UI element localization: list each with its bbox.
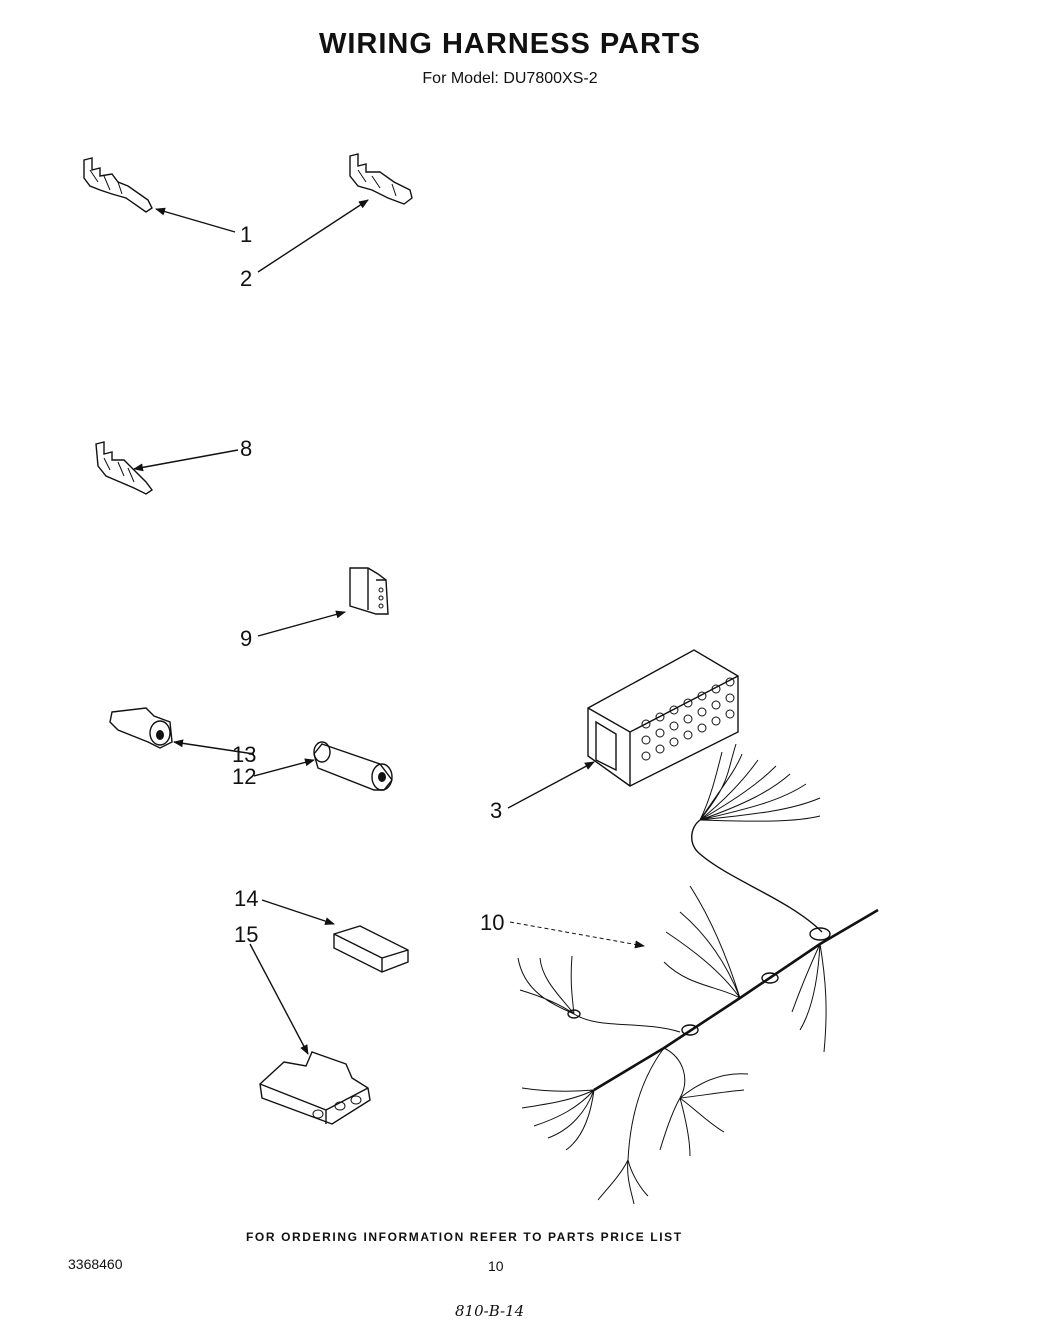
callout-3: 3 [490,798,503,823]
leader-12 [253,758,315,777]
leader-3 [507,761,595,809]
document-number: 3368460 [68,1256,123,1272]
leader-2 [257,199,369,273]
leader-9 [257,610,346,637]
callout-12: 12 [232,764,257,789]
callout-8: 8 [240,436,253,461]
leader-13 [173,739,255,755]
callout-10: 10 [480,910,505,935]
part-9-connector-housing [349,567,389,615]
part-15-connector [259,1051,371,1125]
part-14-connector [333,925,409,973]
page-title: WIRING HARNESS PARTS [319,28,701,60]
part-8-terminal [95,441,154,495]
leader-1 [155,207,236,233]
callout-15: 15 [234,922,259,947]
leader-14 [261,899,335,925]
handwritten-note: 810-B-14 [455,1302,525,1320]
leader-8 [133,449,239,472]
callout-14: 14 [234,886,259,911]
model-subtitle: For Model: DU7800XS-2 [422,70,598,87]
callout-13: 13 [232,742,257,767]
part-10-wiring-harness [517,743,879,1205]
ordering-note: FOR ORDERING INFORMATION REFER TO PARTS … [246,1230,683,1244]
page-number: 10 [488,1258,504,1274]
callout-9: 9 [240,626,253,651]
leader-15 [249,943,309,1055]
part-12-splice-sleeve [313,741,393,791]
part-2-terminal [349,153,413,205]
callout-2: 2 [240,266,253,291]
part-1-terminal [83,157,153,213]
part-3-connector-block [587,649,739,787]
part-13-bushing [109,707,173,749]
leader-10 [509,921,645,949]
callout-1: 1 [240,222,253,247]
